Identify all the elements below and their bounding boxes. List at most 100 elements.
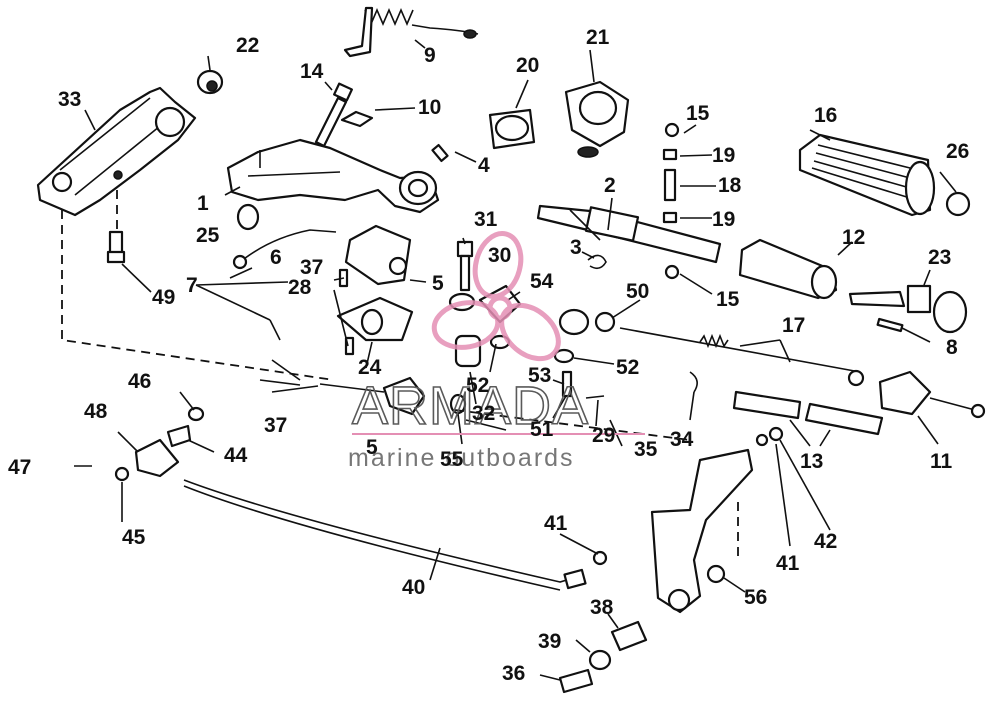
part-5-switch-upper	[344, 224, 412, 286]
part-2-throttle-shaft	[536, 204, 722, 264]
callout-33: 33	[58, 88, 81, 111]
callout-31: 31	[474, 208, 498, 231]
callout-44: 44	[224, 444, 248, 467]
callout-42: 42	[814, 530, 837, 553]
callout-38: 38	[590, 596, 614, 619]
callout-46: 46	[128, 370, 151, 393]
part-24-bracket	[336, 296, 414, 342]
parts-drawings	[36, 6, 986, 694]
callout-52a: 52	[466, 374, 489, 397]
callout-49: 49	[152, 286, 175, 309]
part-50-52-washers	[489, 308, 616, 364]
callout-55: 55	[440, 448, 464, 471]
part-22-bushing	[196, 69, 224, 95]
callout-10: 10	[418, 96, 441, 119]
part-48-44-46-47-45-linkage	[74, 406, 205, 482]
part-16-grip	[798, 133, 936, 217]
part-4-pin	[431, 143, 449, 163]
callout-7: 7	[186, 274, 198, 297]
part-12-grip-housing	[738, 238, 838, 300]
callout-18: 18	[718, 174, 742, 197]
callout-35: 35	[634, 438, 658, 461]
callout-20: 20	[516, 54, 539, 77]
callout-52b: 52	[616, 356, 639, 379]
callout-16: 16	[814, 104, 837, 127]
callout-53: 53	[528, 364, 551, 387]
part-8-pin	[876, 317, 904, 333]
part-33-bracket	[36, 86, 197, 217]
part-1-tiller-arm	[226, 138, 440, 214]
callout-5b: 5	[366, 436, 378, 459]
callout-24: 24	[358, 356, 382, 379]
armada-logo-propeller-icon	[431, 231, 561, 362]
part-32-spacer	[454, 334, 482, 368]
part-40-link-rod	[183, 479, 587, 591]
callout-40: 40	[402, 576, 425, 599]
part-14-bolt	[314, 82, 353, 148]
part-15-19-18-small-parts	[662, 122, 680, 280]
callout-11: 11	[930, 450, 953, 473]
watermark-tagline: marine outboards	[348, 444, 575, 472]
dashed-alignment-lines	[61, 190, 739, 560]
part-21-friction-block	[564, 80, 630, 158]
callout-2: 2	[604, 174, 616, 197]
part-49-bolt	[106, 230, 126, 264]
callout-13: 13	[800, 450, 823, 473]
part-11-cable-sleeve	[878, 370, 986, 419]
callout-51: 51	[530, 418, 554, 441]
callout-39: 39	[538, 630, 561, 653]
callout-41a: 41	[544, 512, 568, 535]
callout-48: 48	[84, 400, 108, 423]
callout-21: 21	[586, 26, 610, 49]
callout-19b: 19	[712, 208, 735, 231]
part-25-bushing	[236, 203, 260, 231]
callout-45: 45	[122, 526, 146, 549]
callout-17: 17	[782, 314, 805, 337]
part-9-spring	[343, 6, 479, 58]
watermark-brand: ARMADA	[352, 376, 589, 436]
callout-34: 34	[670, 428, 694, 451]
callout-8: 8	[946, 336, 958, 359]
callout-25: 25	[196, 224, 220, 247]
armada-watermark: ARMADA marine outboards	[348, 231, 645, 472]
callout-47: 47	[8, 456, 31, 479]
part-55-washer	[449, 393, 467, 415]
part-31-bolt	[456, 240, 474, 292]
callout-54: 54	[530, 270, 554, 293]
callout-56: 56	[744, 586, 767, 609]
part-41-42-nuts	[592, 426, 784, 584]
callout-6: 6	[270, 246, 282, 269]
callout-28: 28	[288, 276, 312, 299]
callout-3: 3	[570, 236, 582, 259]
callout-15b: 15	[716, 288, 740, 311]
callout-37b: 37	[264, 414, 287, 437]
callout-32: 32	[472, 402, 495, 425]
part-10-clip	[340, 110, 374, 128]
part-3-spring-clip	[587, 254, 607, 270]
part-6-7-wires	[232, 229, 337, 381]
part-26-cap	[945, 191, 971, 217]
callout-labels: 1 2 3 4 5 5 6 7 8 9 10 11 12 13 14 15 15…	[8, 26, 969, 685]
part-23-throttle-cam	[848, 284, 968, 334]
callout-19a: 19	[712, 144, 735, 167]
part-5-switch-lower	[319, 376, 426, 416]
callout-14: 14	[300, 60, 324, 83]
callout-41b: 41	[776, 552, 800, 575]
part-34-clip	[689, 371, 698, 393]
part-17-throttle-cable	[619, 327, 865, 387]
callout-36: 36	[502, 662, 525, 685]
part-13-tubes	[732, 390, 884, 436]
callout-26: 26	[946, 140, 969, 163]
callout-1: 1	[197, 192, 209, 215]
callout-15a: 15	[686, 102, 710, 125]
callout-9: 9	[424, 44, 436, 67]
callout-23: 23	[928, 246, 951, 269]
leader-lines	[84, 39, 957, 681]
part-shift-lever	[650, 448, 754, 614]
part-36-38-39-bottom	[558, 620, 648, 694]
callout-29: 29	[592, 424, 615, 447]
callout-50: 50	[626, 280, 649, 303]
callout-22: 22	[236, 34, 259, 57]
callout-37a: 37	[300, 256, 323, 279]
